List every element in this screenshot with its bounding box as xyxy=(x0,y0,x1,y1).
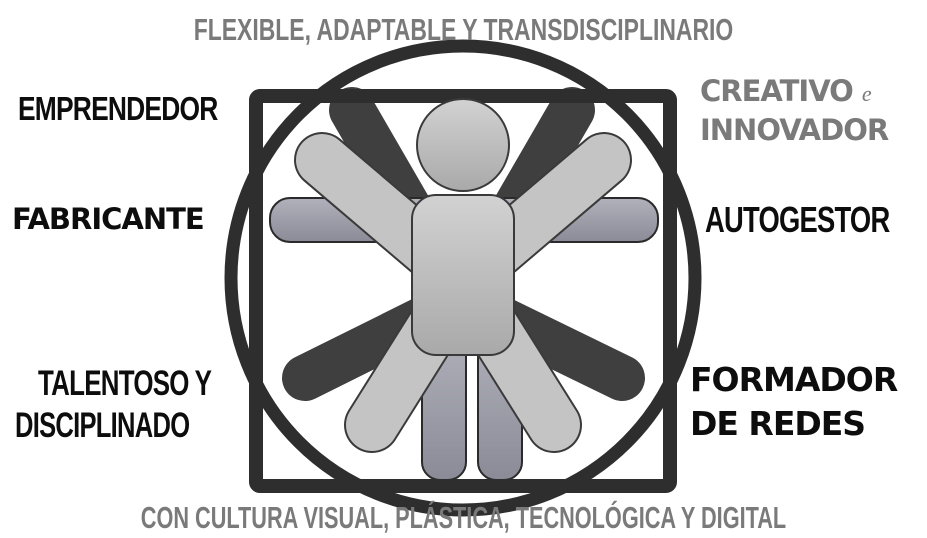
label-de-redes: DE REDES xyxy=(690,404,866,443)
label-creativo: CREATIVO e xyxy=(700,74,872,108)
label-innovador: INNOVADOR xyxy=(700,113,889,147)
front-figure xyxy=(294,98,632,453)
footer-text: CON CULTURA VISUAL, PLÁSTICA, TECNOLÓGIC… xyxy=(140,500,787,535)
label-creativo-line1: CREATIVO xyxy=(700,74,854,108)
circle-frame xyxy=(224,39,702,517)
label-autogestor: AUTOGESTOR xyxy=(705,199,890,240)
label-emprendedor: EMPRENDEDOR xyxy=(18,90,218,127)
label-disciplinado: DISCIPLINADO xyxy=(15,406,190,445)
label-fabricante: FABRICANTE xyxy=(12,202,205,236)
header-text: FLEXIBLE, ADAPTABLE Y TRANSDISCIPLINARIO xyxy=(193,12,734,47)
square-frame xyxy=(249,89,677,493)
label-talentoso: TALENTOSO Y xyxy=(38,364,212,403)
label-formador: FORMADOR xyxy=(690,360,898,399)
label-creativo-connector: e xyxy=(861,81,872,106)
